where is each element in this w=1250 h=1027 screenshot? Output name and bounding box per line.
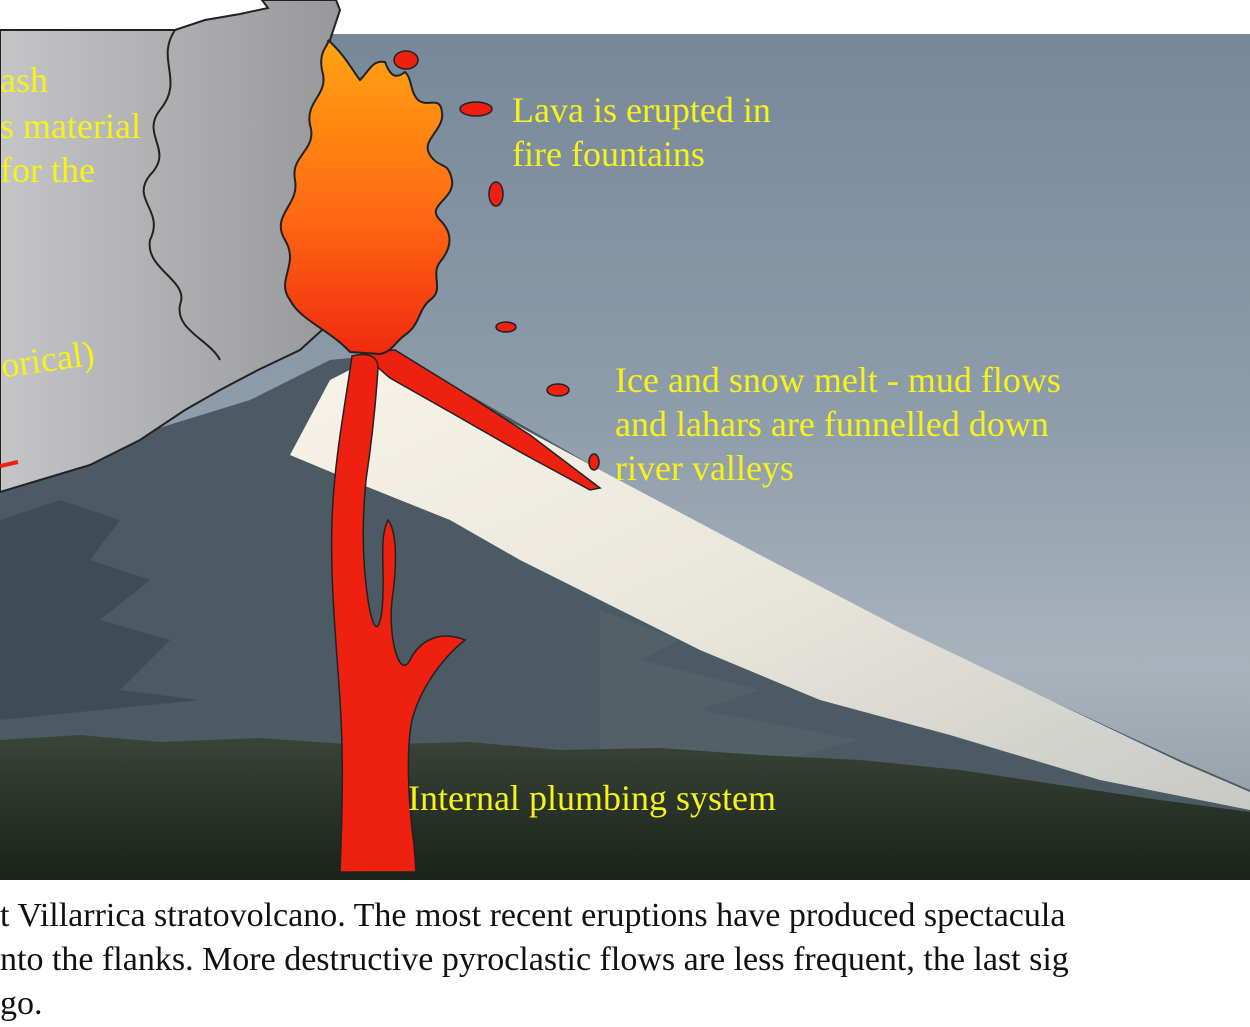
lava-bomb [588,453,600,471]
melt-label-line3: river valleys [615,448,794,488]
lava-bomb [393,50,419,70]
melt-label-line2: and lahars are funnelled down [615,404,1049,444]
forest [0,735,1250,880]
lava-bomb [495,321,517,333]
caption-line1: t Villarrica stratovolcano. The most rec… [0,897,1066,934]
caption-line3: go. [0,985,43,1022]
lava-fountain-label-line2: fire fountains [512,134,705,174]
plumbing-label: Internal plumbing system [408,778,776,818]
lava-bomb [488,181,504,207]
ash-label-line3: for the [0,150,95,190]
ash-plume-edge [142,29,221,361]
rock-streaks [0,500,200,720]
red-marker [0,460,19,468]
fire-fountain [279,39,454,356]
lava-bomb [546,383,570,397]
ash-label-line2: s material [0,106,141,146]
lava-flank-flow [358,349,602,491]
magma-conduit [330,353,467,873]
caption-line2: nto the flanks. More destructive pyrocla… [0,941,1069,978]
lava-fountain-label-line1: Lava is erupted in [512,90,771,130]
volcano-illustration [0,0,1250,880]
lava-bomb [459,101,493,117]
ash-label-line1: ash [0,60,48,100]
melt-label-line1: Ice and snow melt - mud flows [615,360,1061,400]
snow-cap [290,357,1250,810]
